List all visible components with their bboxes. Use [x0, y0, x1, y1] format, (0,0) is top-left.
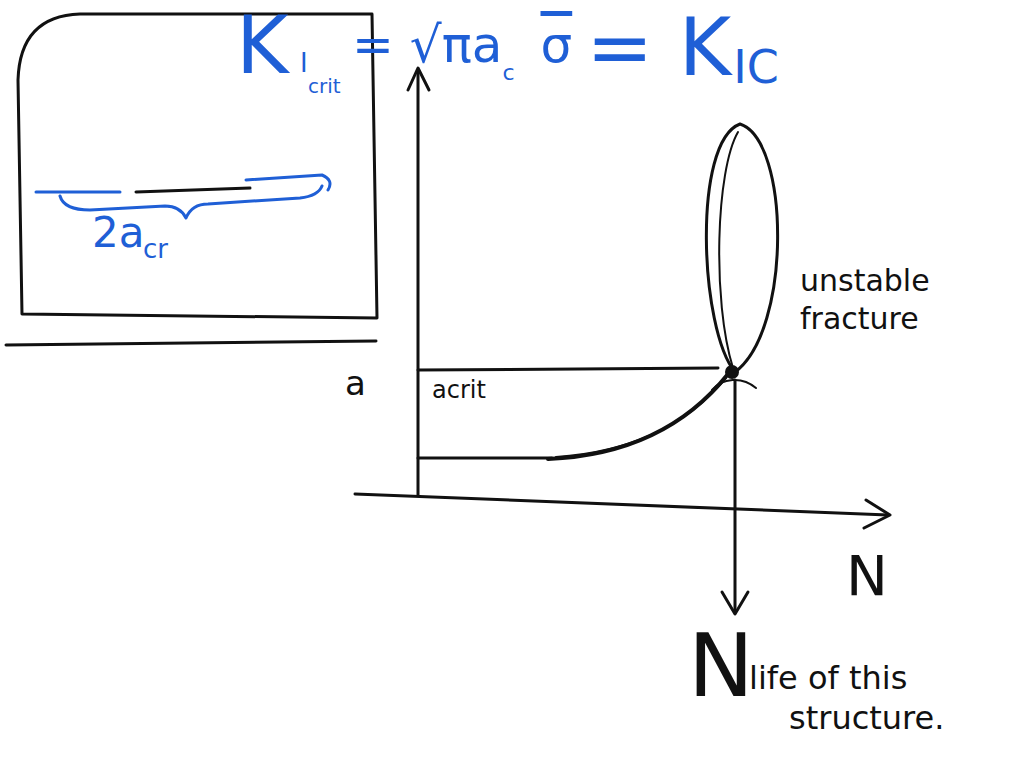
axis-label: N	[846, 548, 888, 604]
vertical-axis	[417, 70, 420, 495]
highlight-loop	[719, 132, 738, 368]
crack-extent-line	[36, 191, 120, 194]
annotation-note: life of this structure.	[749, 658, 1024, 738]
equation-subscript: I	[300, 50, 308, 76]
equation-symbol: K	[236, 6, 288, 86]
equation-subscript: IC	[733, 44, 779, 90]
life-arrowhead	[722, 592, 748, 614]
critical-level-line	[418, 368, 718, 370]
dimension-label: 2a	[92, 212, 144, 254]
annotation-note: unstable fracture	[800, 262, 950, 337]
equation-subscript: c	[502, 62, 514, 84]
axis-label: a	[345, 366, 366, 400]
equation-subscript: crit	[308, 76, 341, 96]
horizontal-axis	[355, 494, 888, 515]
fracture-point	[725, 365, 739, 379]
equation-term: = √πa	[352, 20, 502, 70]
plate-outline	[18, 14, 377, 318]
ground-line	[6, 341, 376, 345]
equation-symbol: σ	[541, 20, 573, 70]
life-arrow	[734, 380, 737, 612]
life-symbol: N	[688, 622, 754, 710]
initial-level-line	[418, 457, 552, 460]
crack-growth-curve	[548, 374, 728, 459]
crack-line	[136, 188, 250, 192]
crack-growth-curve	[556, 378, 726, 457]
axis-arrowhead	[864, 500, 890, 528]
level-label: acrit	[432, 378, 486, 402]
highlight-loop	[706, 124, 777, 372]
axis-arrowhead	[408, 68, 429, 90]
crack-extent-line	[246, 175, 330, 190]
dimension-subscript: cr	[143, 236, 168, 262]
equation-term: = K	[586, 8, 731, 88]
